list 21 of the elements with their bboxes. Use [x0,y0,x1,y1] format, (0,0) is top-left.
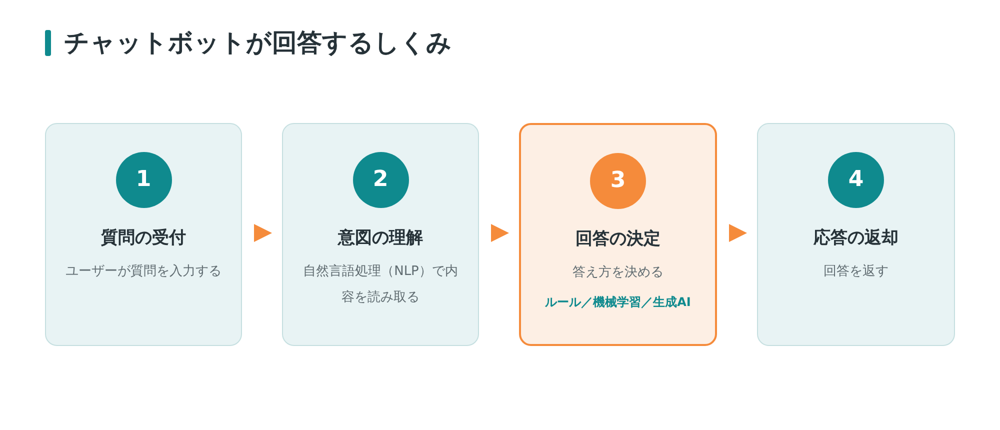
method-list: ルール／機械学習／生成AI [545,294,691,311]
step-number: 4 [828,152,884,208]
arrow [729,224,747,242]
step-card [282,123,479,346]
step-description: 自然言語処理（NLP）で内容を読み取る [302,263,459,307]
title: チャットボットが回答するしくみ [64,27,452,59]
step-card [757,123,955,346]
step-card [45,123,242,346]
arrow [254,224,272,242]
step-number: 2 [352,152,408,208]
step-title: 回答の決定 [576,228,660,250]
step-description: 回答を返す [822,263,890,281]
step-title: 意図の理解 [338,227,423,249]
step-number: 1 [116,152,172,208]
step-title: 質問の受付 [101,227,186,249]
arrow [491,224,509,242]
step-description: 答え方を決める [572,264,664,282]
step-number: 3 [590,153,646,209]
step-title: 応答の返却 [814,227,898,249]
step-card [519,123,717,346]
step-description: ユーザーが質問を入力する [64,263,222,281]
